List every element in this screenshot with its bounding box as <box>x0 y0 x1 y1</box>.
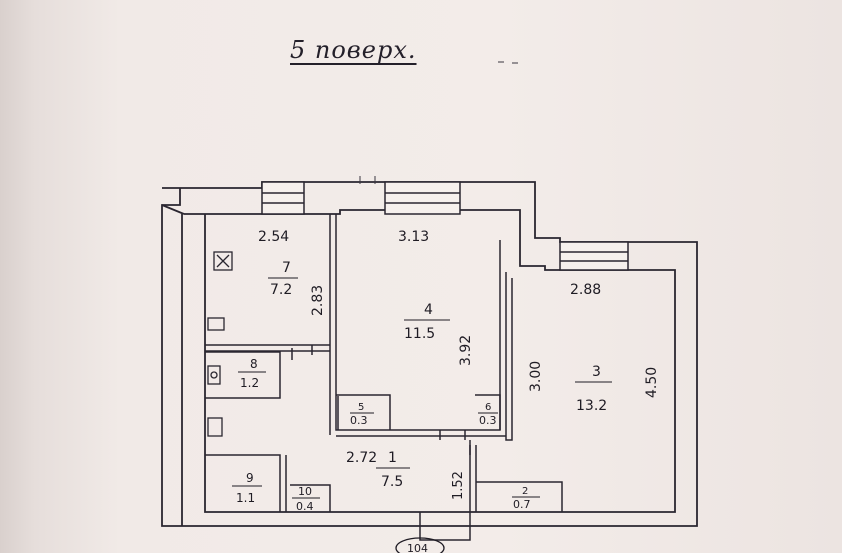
ticks <box>359 61 518 184</box>
bottom-mark-oval <box>395 537 445 553</box>
room-3-dim-left: 3.00 <box>528 361 544 392</box>
room-1-dim-side: 1.52 <box>451 471 466 500</box>
fixtures <box>207 251 233 437</box>
room-9-area: 1.1 <box>236 491 255 505</box>
room-7-dim-side: 2.83 <box>310 285 326 316</box>
room-3-dim-side: 4.50 <box>644 367 660 398</box>
room-7-area: 7.2 <box>270 282 292 298</box>
window-top-middle <box>384 181 461 215</box>
sink-symbol <box>207 317 225 331</box>
room-3-number: 3 <box>592 364 601 380</box>
room-labels: 2.54 7 7.2 2.83 3.13 4 11.5 3.92 2.88 3.… <box>232 229 660 553</box>
room-4-dim-side: 3.92 <box>458 335 474 366</box>
bottom-mark: 104 <box>407 542 428 553</box>
windows <box>261 181 629 271</box>
window-right <box>559 241 629 271</box>
room-2-number: 2 <box>522 486 528 497</box>
room-8-area: 1.2 <box>240 376 259 390</box>
room-10-area: 0.4 <box>296 500 314 513</box>
stove-symbol <box>213 251 233 271</box>
room-3-dim-top: 2.88 <box>570 282 601 298</box>
window-top-left <box>261 181 305 215</box>
toilet-symbol <box>207 365 221 385</box>
room-1-dim-top: 2.72 <box>346 450 377 466</box>
bath-symbol <box>207 417 223 437</box>
room-7-dim-top: 2.54 <box>258 229 289 245</box>
outer-walls <box>161 181 698 527</box>
room-1-area: 7.5 <box>381 474 403 490</box>
room-4-number: 4 <box>424 302 433 318</box>
room-4-area: 11.5 <box>404 326 435 342</box>
room-2-area: 0.7 <box>513 498 531 511</box>
room-4-dim-top: 3.13 <box>398 229 429 245</box>
room-9-number: 9 <box>246 471 254 485</box>
room-5-area: 0.3 <box>350 414 368 427</box>
room-7-number: 7 <box>282 260 291 276</box>
room-3-area: 13.2 <box>576 398 607 414</box>
room-6-number: 6 <box>485 402 491 413</box>
room-1-number: 1 <box>388 450 397 466</box>
partitions <box>205 214 563 541</box>
room-6-area: 0.3 <box>479 414 497 427</box>
room-8-number: 8 <box>250 357 258 371</box>
room-10-number: 10 <box>298 485 312 498</box>
room-5-number: 5 <box>358 402 364 413</box>
floor-caption: 5 поверх. <box>290 36 417 64</box>
